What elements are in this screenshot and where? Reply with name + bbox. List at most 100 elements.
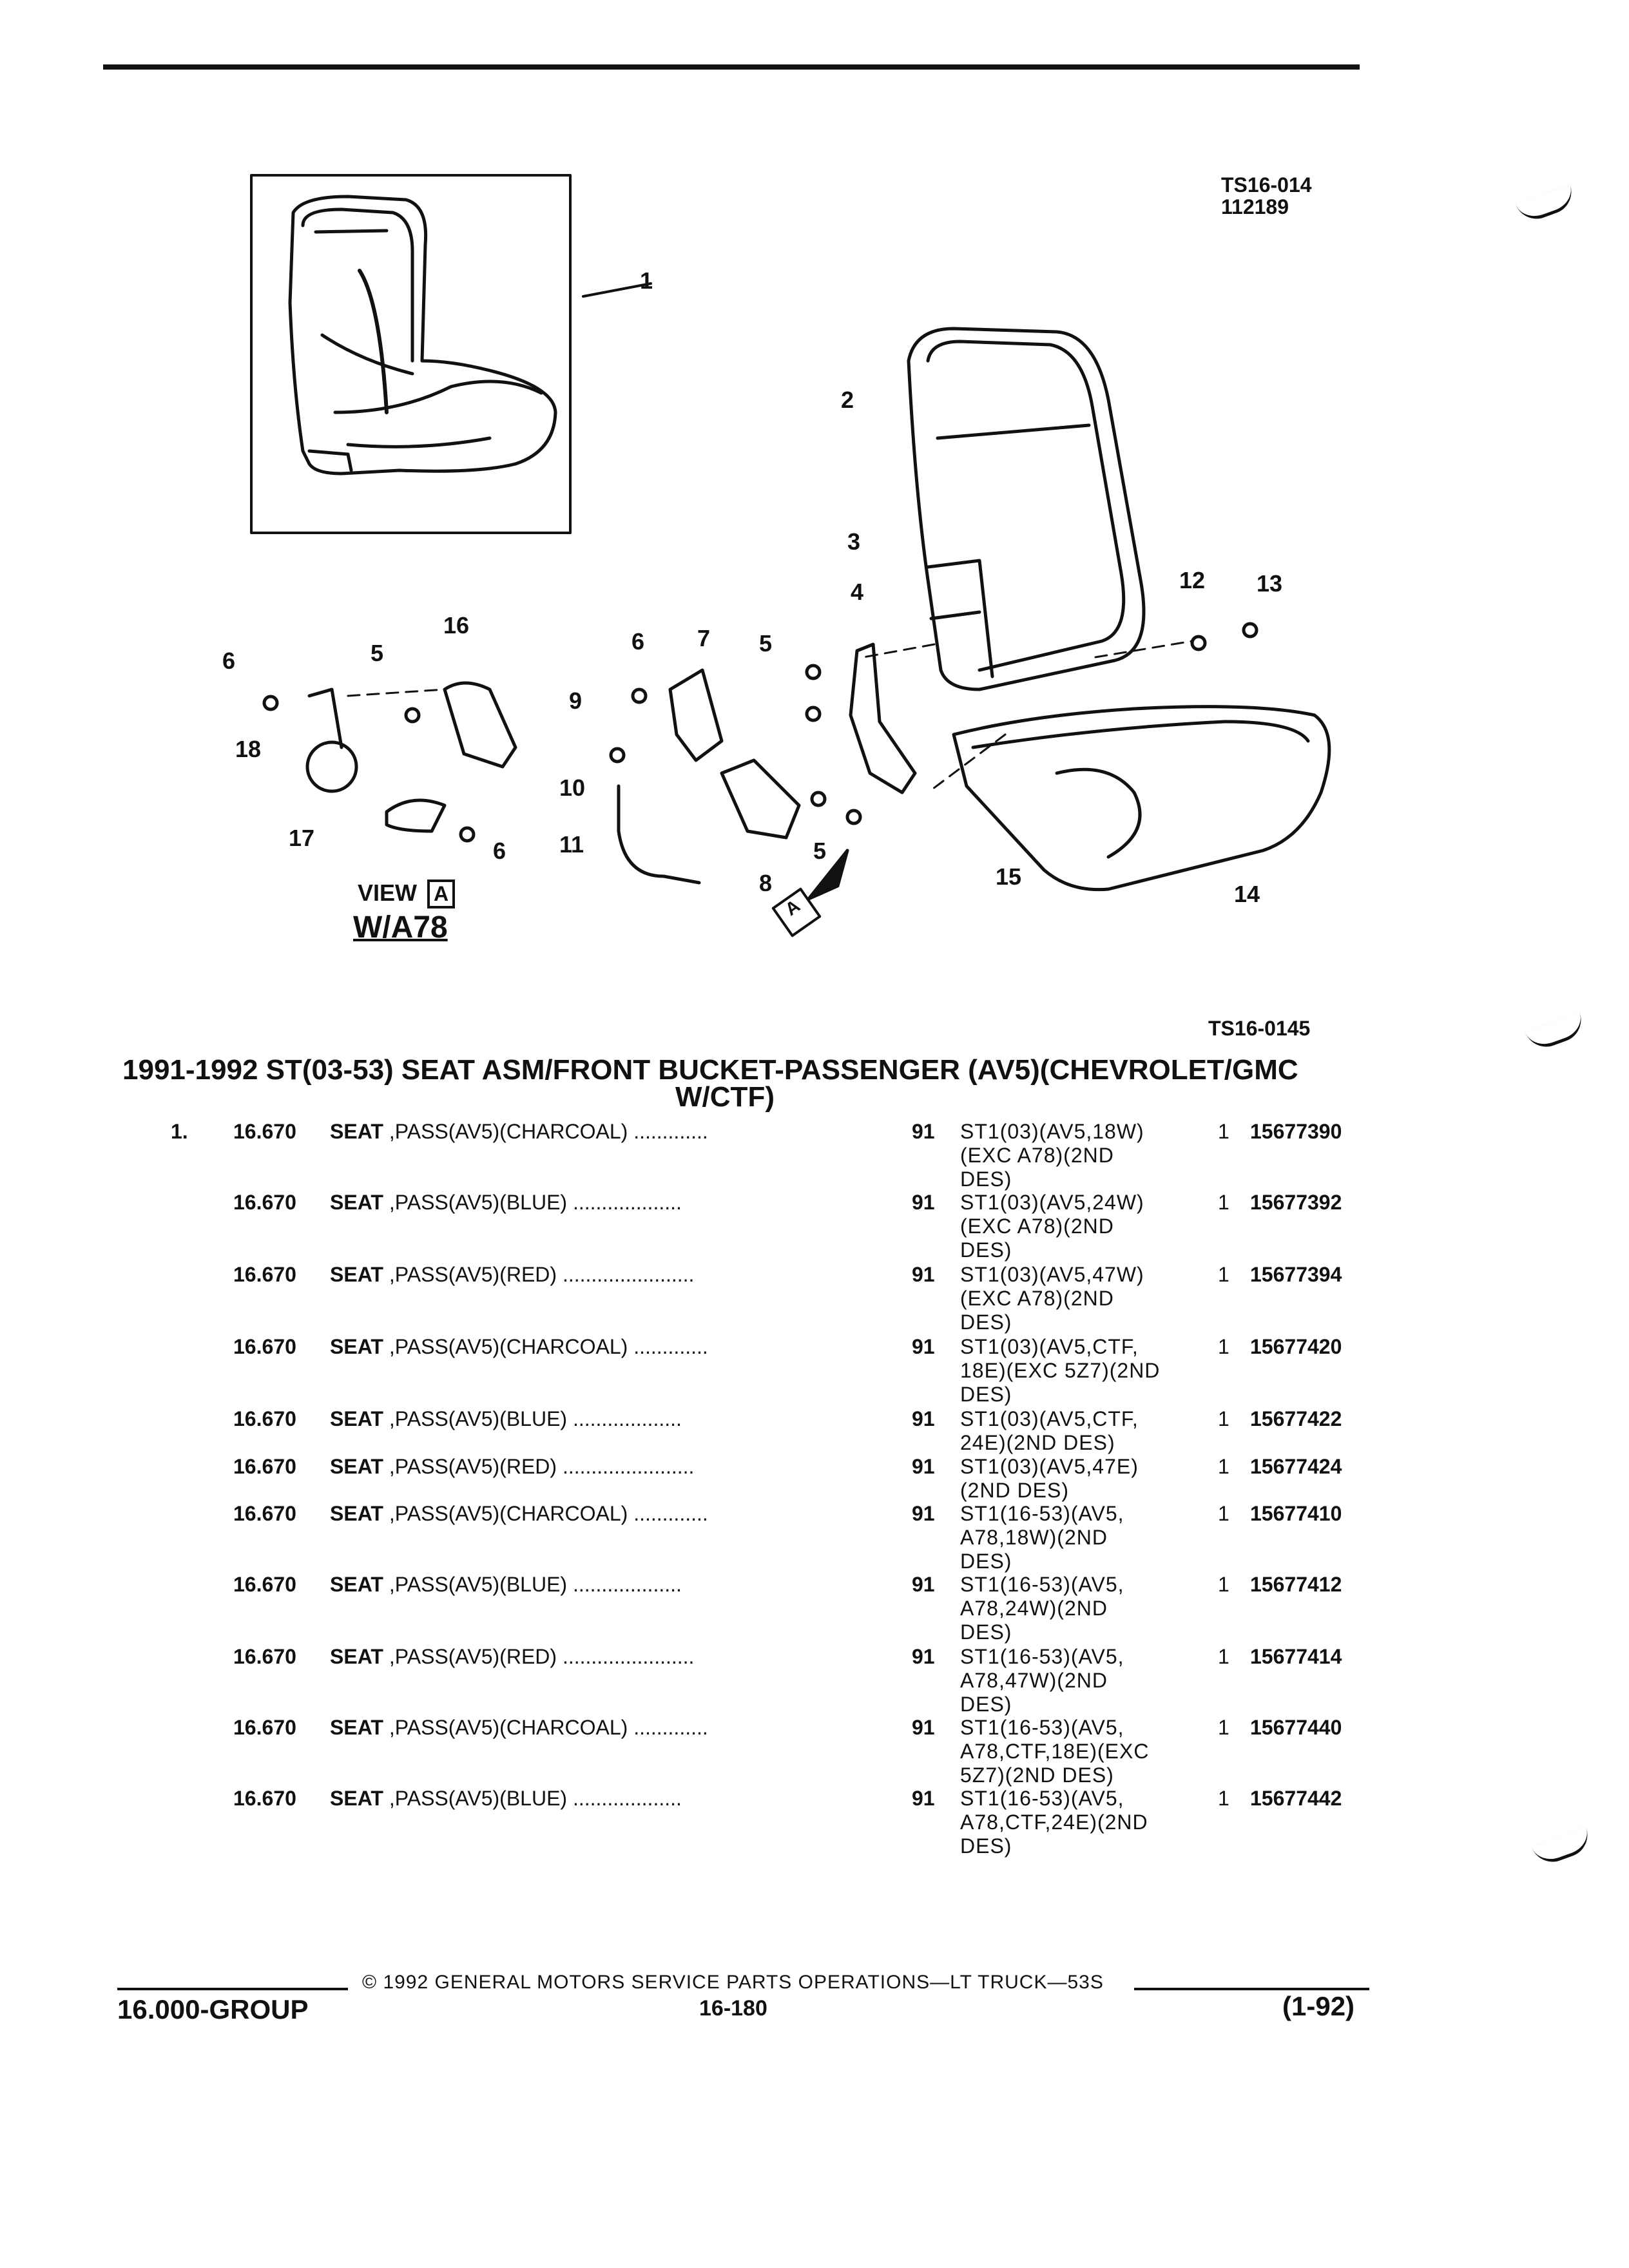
part-number: 15677390	[1250, 1120, 1342, 1143]
model-year: 91	[912, 1407, 935, 1430]
model-year: 91	[912, 1120, 935, 1143]
usage-line: (EXC A78)(2ND	[960, 1287, 1114, 1310]
callout-6b: 6	[631, 628, 645, 655]
part-description: SEAT ,PASS(AV5)(BLUE) ..................…	[330, 1191, 865, 1215]
group-number: 16.670	[233, 1502, 296, 1525]
part-number: 15677420	[1250, 1335, 1342, 1358]
binder-mark	[1525, 1012, 1588, 1053]
part-spec: ,PASS(AV5)(CHARCOAL) .............	[383, 1335, 708, 1358]
callout-7: 7	[697, 625, 711, 651]
usage-line: 18E)(EXC 5Z7)(2ND	[960, 1359, 1161, 1382]
callout-9: 9	[569, 687, 583, 714]
part-name: SEAT	[330, 1191, 383, 1214]
group-number: 16.670	[233, 1120, 296, 1143]
footer-page-number: 16-180	[699, 1996, 767, 2021]
quantity: 1	[1218, 1191, 1229, 1214]
view-arrow-icon	[807, 849, 849, 901]
part-number: 15677394	[1250, 1263, 1342, 1286]
group-number: 16.670	[233, 1263, 296, 1286]
usage-code: ST1(03)(AV5,47E)(2ND DES)	[960, 1455, 1205, 1503]
part-name: SEAT	[330, 1502, 383, 1525]
part-number: 15677424	[1250, 1455, 1342, 1478]
part-description: SEAT ,PASS(AV5)(RED) ...................…	[330, 1263, 865, 1287]
usage-line: DES)	[960, 1693, 1012, 1716]
quantity: 1	[1218, 1716, 1229, 1739]
usage-line: DES)	[960, 1383, 1012, 1406]
part-spec: ,PASS(AV5)(BLUE) ...................	[383, 1787, 682, 1810]
part-number: 15677414	[1250, 1645, 1342, 1668]
section-title: 1991-1992 ST(03-53) SEAT ASM/FRONT BUCKE…	[122, 1054, 1411, 1111]
part-description: SEAT ,PASS(AV5)(CHARCOAL) .............	[330, 1502, 865, 1526]
callout-5a: 5	[371, 640, 384, 666]
model-year: 91	[912, 1191, 935, 1214]
callout-1: 1	[640, 267, 653, 294]
usage-line: ST1(03)(AV5,24W)	[960, 1191, 1144, 1214]
part-spec: ,PASS(AV5)(CHARCOAL) .............	[383, 1120, 708, 1143]
usage-line: ST1(16-53)(AV5,	[960, 1502, 1124, 1525]
part-name: SEAT	[330, 1787, 383, 1810]
part-description: SEAT ,PASS(AV5)(BLUE) ..................…	[330, 1407, 865, 1431]
callout-6a: 6	[222, 648, 236, 674]
usage-line: DES)	[960, 1834, 1012, 1858]
usage-line: ST1(03)(AV5,CTF,	[960, 1335, 1139, 1358]
group-number: 16.670	[233, 1407, 296, 1430]
group-number: 16.670	[233, 1191, 296, 1214]
part-name: SEAT	[330, 1455, 383, 1478]
model-year: 91	[912, 1716, 935, 1739]
part-spec: ,PASS(AV5)(BLUE) ...................	[383, 1573, 682, 1596]
header-rule	[103, 64, 1360, 70]
figure-date: 112189	[1221, 195, 1289, 218]
quantity: 1	[1218, 1502, 1229, 1525]
part-description: SEAT ,PASS(AV5)(BLUE) ..................…	[330, 1573, 865, 1597]
part-spec: ,PASS(AV5)(RED) .......................	[383, 1263, 695, 1286]
usage-line: (EXC A78)(2ND	[960, 1215, 1114, 1238]
view-arrow-box	[771, 887, 822, 937]
part-description: SEAT ,PASS(AV5)(CHARCOAL) .............	[330, 1120, 865, 1144]
group-number: 16.670	[233, 1335, 296, 1358]
callout-4: 4	[851, 579, 864, 605]
callout-17: 17	[289, 825, 315, 851]
part-number: 15677422	[1250, 1407, 1342, 1430]
usage-line: DES)	[960, 1620, 1012, 1644]
callout-2: 2	[841, 387, 854, 413]
quantity: 1	[1218, 1120, 1229, 1143]
callout-16: 16	[443, 612, 470, 639]
part-name: SEAT	[330, 1120, 383, 1143]
usage-line: (2ND DES)	[960, 1479, 1070, 1502]
callout-3: 3	[847, 528, 861, 555]
part-description: SEAT ,PASS(AV5)(CHARCOAL) .............	[330, 1335, 865, 1359]
usage-line: ST1(03)(AV5,CTF,	[960, 1407, 1139, 1430]
usage-line: A78,CTF,24E)(2ND	[960, 1811, 1148, 1834]
usage-line: ST1(16-53)(AV5,	[960, 1787, 1124, 1810]
footer-rule-left	[117, 1988, 348, 1990]
callout-8: 8	[759, 870, 773, 896]
section-title-line1: 1991-1992 ST(03-53) SEAT ASM/FRONT BUCKE…	[122, 1054, 1298, 1086]
seat-back-drawing	[907, 327, 1146, 691]
model-year: 91	[912, 1263, 935, 1286]
group-number: 16.670	[233, 1787, 296, 1810]
callout-5b: 5	[759, 630, 773, 657]
usage-line: (EXC A78)(2ND	[960, 1144, 1114, 1167]
part-name: SEAT	[330, 1573, 383, 1596]
model-year: 91	[912, 1335, 935, 1358]
quantity: 1	[1218, 1335, 1229, 1358]
callout-6c: 6	[493, 838, 506, 864]
part-name: SEAT	[330, 1263, 383, 1286]
model-year: 91	[912, 1502, 935, 1525]
callout-13: 13	[1257, 570, 1283, 597]
seat-exploded-diagram	[250, 174, 1331, 937]
part-spec: ,PASS(AV5)(CHARCOAL) .............	[383, 1502, 708, 1525]
view-label-text: VIEW	[358, 879, 418, 906]
assembled-seat-drawing	[288, 195, 557, 476]
usage-line: ST1(03)(AV5,18W)	[960, 1120, 1144, 1143]
model-year: 91	[912, 1787, 935, 1810]
usage-line: ST1(03)(AV5,47W)	[960, 1263, 1144, 1286]
callout-12: 12	[1179, 567, 1206, 593]
footer-group: 16.000-GROUP	[117, 1994, 309, 2024]
part-description: SEAT ,PASS(AV5)(RED) ...................…	[330, 1645, 865, 1669]
